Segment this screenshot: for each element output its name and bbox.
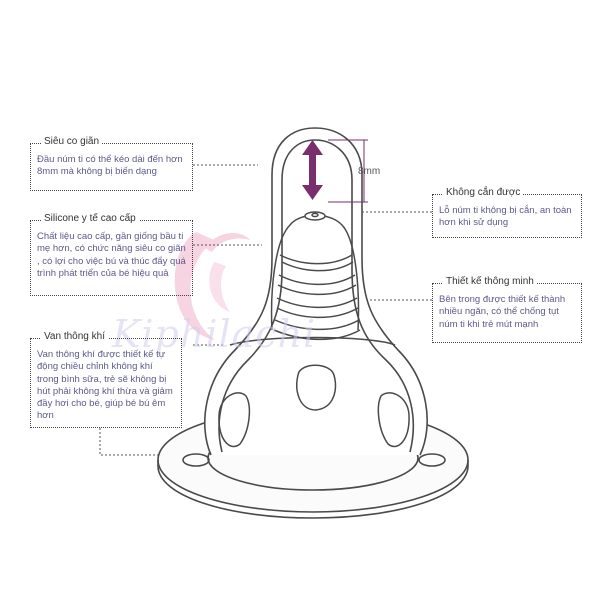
callout-body: Van thông khí được thiết kế tự động chiề… (37, 349, 173, 422)
callout-body: Đầu núm ti có thể kéo dài đến hơn 8mm mà… (37, 154, 183, 178)
inner-chamber (229, 211, 396, 346)
callout-bite-proof: Không cắn được Lỗ núm ti không bị cắn, a… (432, 187, 582, 238)
nipple-body (204, 127, 428, 456)
callout-silicone: Silicone y tế cao cấp Chất liệu cao cấp,… (30, 213, 193, 296)
callout-body: Chất liệu cao cấp, gần giống bầu ti mẹ h… (37, 231, 186, 279)
callout-smart-design: Thiết kế thông minh Bên trong được thiết… (432, 276, 582, 343)
measurement-bracket (328, 139, 368, 203)
callout-title: Siêu co giãn (41, 136, 103, 148)
leader-lines (99, 164, 432, 456)
watermark-text: Kiphilachi (112, 312, 317, 356)
callout-title: Không cắn được (443, 187, 524, 199)
callout-vent: Van thông khí Van thông khí được thiết k… (30, 331, 182, 428)
stretch-arrow-icon (302, 140, 323, 200)
callout-body: Lỗ núm ti không bị cắn, an toàn hơn khi … (439, 205, 572, 229)
callout-title: Van thông khí (41, 331, 108, 343)
callout-title: Thiết kế thông minh (443, 276, 537, 288)
brand-logo-icon (174, 232, 250, 340)
callout-title: Silicone y tế cao cấp (41, 213, 139, 225)
measurement-label: 8mm (358, 166, 381, 177)
callout-stretch: Siêu co giãn Đầu núm ti có thể kéo dài đ… (30, 136, 193, 191)
vent-valves (218, 364, 410, 448)
callout-body: Bên trong được thiết kế thành nhiều ngăn… (439, 294, 566, 330)
